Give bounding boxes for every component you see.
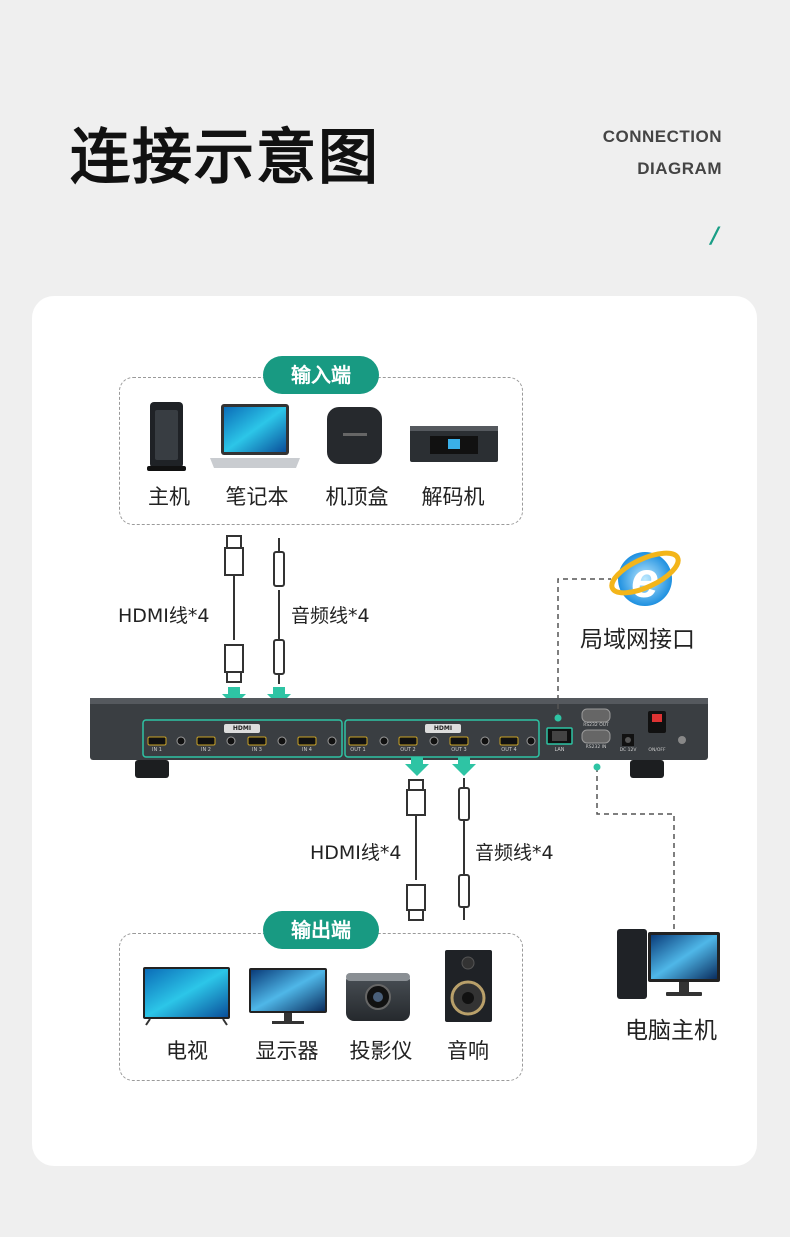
hdmi-badge-in: HDMI (232, 725, 252, 732)
title-en-line2: DIAGRAM (637, 159, 722, 178)
input-device-label: 主机 (148, 485, 190, 509)
output-device-label: 电视 (166, 1039, 208, 1063)
output-group-label: 输出端 (263, 911, 379, 949)
port-label-out3: OUT 3 (451, 747, 467, 753)
out-hdmi-cable-label: HDMI线*4 (310, 842, 402, 864)
internet-explorer-icon: e (609, 550, 681, 608)
lan-link-line (557, 578, 611, 718)
pc-host-label: 电脑主机 (625, 1018, 717, 1044)
power-switch-label: ON/OFF (648, 748, 666, 753)
hdmi-badge-out: HDMI (433, 725, 453, 732)
port-label-out2: OUT 2 (400, 747, 416, 753)
input-device-label: 解码机 (421, 485, 485, 509)
in-hdmi-arrow (222, 687, 246, 706)
output-device-label: 音响 (447, 1039, 489, 1063)
accent-slash: / (711, 224, 720, 249)
out-audio-cable-icon (458, 778, 470, 920)
rs232-out-label: RS232 OUT (583, 723, 609, 728)
page-title: 连接示意图 (70, 123, 380, 193)
in-audio-arrow (267, 687, 291, 706)
tv-icon (143, 967, 230, 1026)
set-top-box-icon (327, 407, 382, 464)
out-hdmi-cable-icon (406, 779, 426, 921)
matrix-switcher (90, 698, 708, 778)
output-device-label: 显示器 (255, 1039, 319, 1063)
dc-port-label: DC 12V (619, 748, 637, 753)
rs232-in-label: RS232 IN (585, 745, 607, 750)
decoder-icon (410, 426, 498, 462)
port-label-in1: IN 1 (152, 747, 162, 753)
in-hdmi-cable-icon (224, 535, 244, 683)
input-device-label: 机顶盒 (325, 485, 389, 509)
speaker-icon (445, 950, 492, 1022)
output-device-label: 投影仪 (349, 1039, 413, 1063)
input-device-label: 笔记本 (225, 485, 289, 509)
input-group-label: 输入端 (263, 356, 379, 394)
port-label-out1: OUT 1 (350, 747, 366, 753)
in-audio-cable-icon (273, 538, 285, 684)
port-label-in2: IN 2 (201, 747, 211, 753)
lan-interface-label: 局域网接口 (580, 627, 695, 653)
monitor-icon (249, 968, 327, 1024)
port-label-in3: IN 3 (252, 747, 262, 753)
out-audio-arrow (452, 757, 476, 776)
out-audio-cable-label: 音频线*4 (475, 842, 554, 864)
out-hdmi-arrow (405, 757, 429, 776)
projector-icon (346, 973, 410, 1021)
port-label-in4: IN 4 (302, 747, 312, 753)
title-en-line1: CONNECTION (602, 127, 722, 146)
in-hdmi-cable-label: HDMI线*4 (118, 605, 210, 627)
laptop-icon (210, 404, 300, 468)
desktop-computer-icon (617, 929, 720, 999)
pc-link-line (596, 767, 675, 932)
lan-port-label: LAN (554, 747, 565, 753)
pc-tower-icon (147, 402, 186, 471)
port-label-out4: OUT 4 (501, 747, 517, 753)
in-audio-cable-label: 音频线*4 (291, 605, 370, 627)
